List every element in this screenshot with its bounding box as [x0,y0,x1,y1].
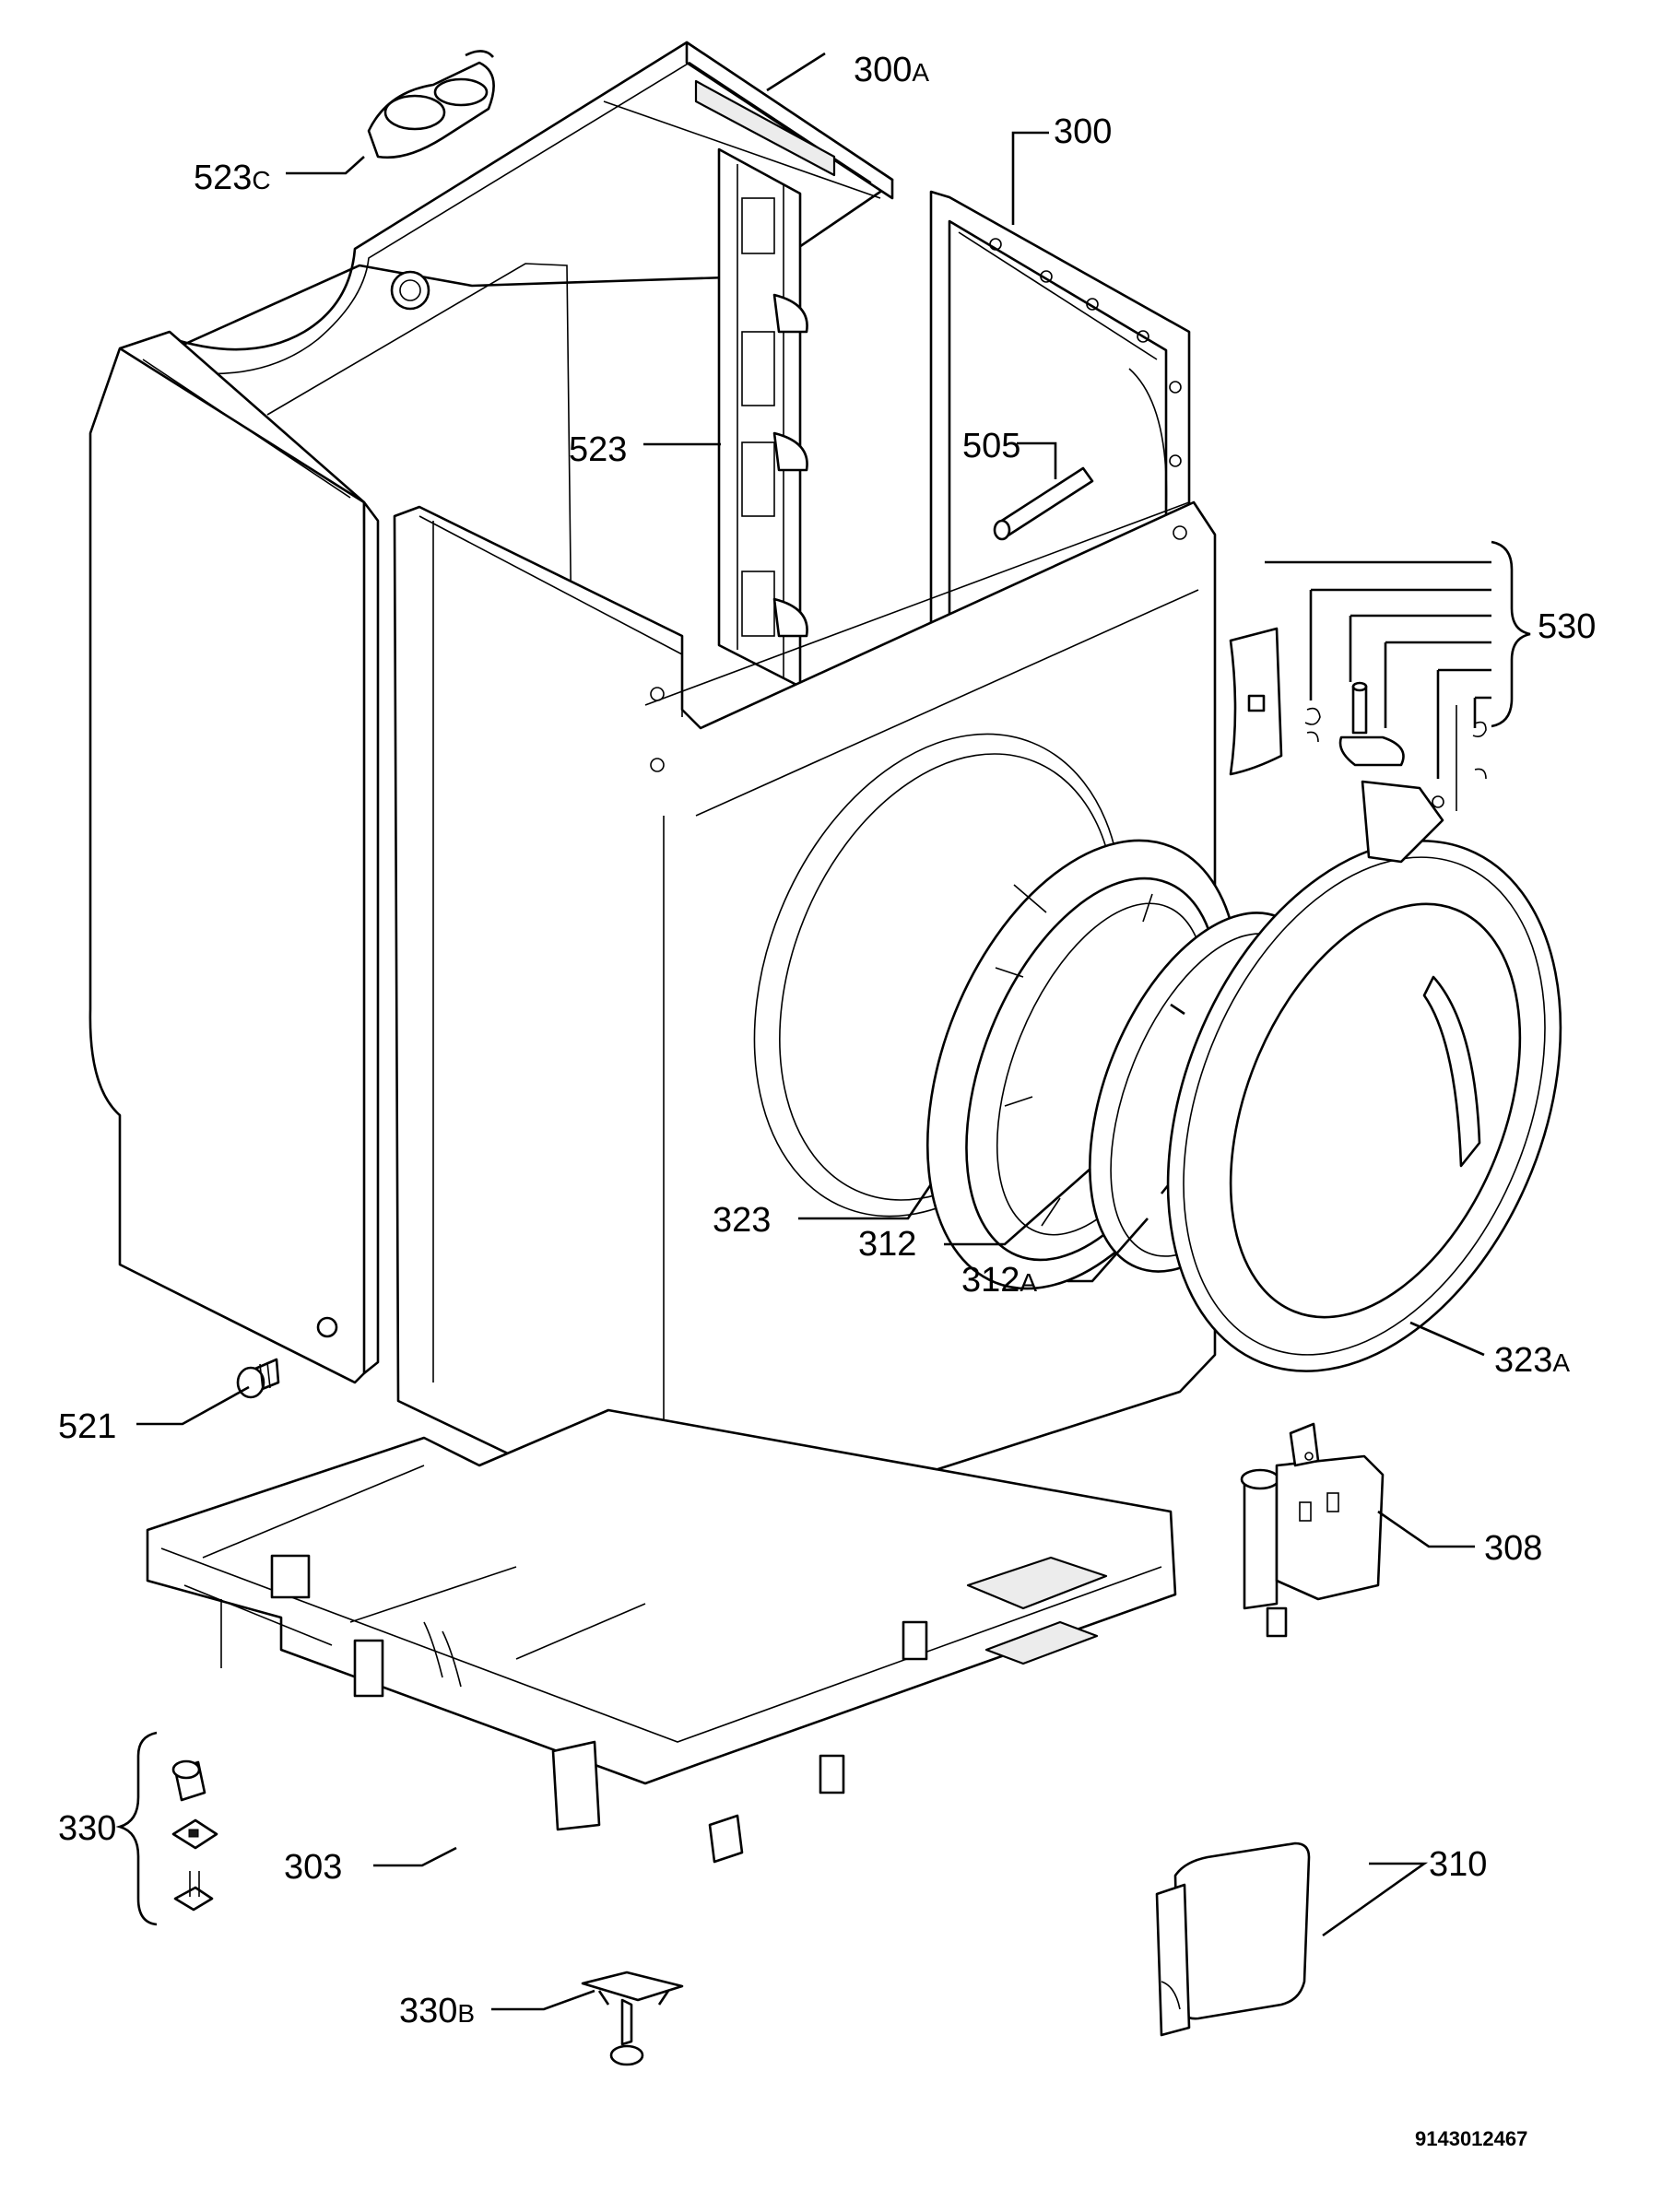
partition-strip [717,147,808,688]
callout-labels: 300A 300 523C 523 505 530 323 312 312A 3… [58,51,1596,2150]
label-310: 310 [1429,1845,1487,1884]
hinge-kit-530 [1229,627,1487,864]
hinge-308 [1240,1422,1385,1638]
label-312: 312 [858,1225,916,1264]
label-300a: 300A [854,51,929,89]
label-300: 300 [1054,112,1112,151]
top-rear-panel [136,41,894,646]
label-523c: 523C [194,159,271,197]
screw-521 [236,1358,280,1399]
flap-310 [1155,1841,1311,2037]
base-frame-303 [146,1408,1177,1864]
clip-523c [367,50,495,159]
label-308: 308 [1484,1529,1542,1568]
document-number: 9143012467 [1415,2127,1527,2150]
label-330b: 330B [399,1992,475,2030]
label-530: 530 [1538,607,1596,646]
label-312a: 312A [961,1261,1037,1300]
screw-set-330 [171,1759,218,1912]
label-523: 523 [569,430,627,469]
foot-330b [581,1971,684,2066]
left-side-panel [88,330,380,1384]
label-521: 521 [58,1407,116,1446]
label-505: 505 [962,427,1020,465]
label-330: 330 [58,1809,116,1848]
label-323: 323 [713,1201,771,1240]
door-323a [1166,840,1562,1372]
label-323a: 323A [1494,1341,1570,1380]
rod-505 [993,466,1094,541]
label-303: 303 [284,1848,342,1887]
callout-leaders [115,52,1531,2011]
